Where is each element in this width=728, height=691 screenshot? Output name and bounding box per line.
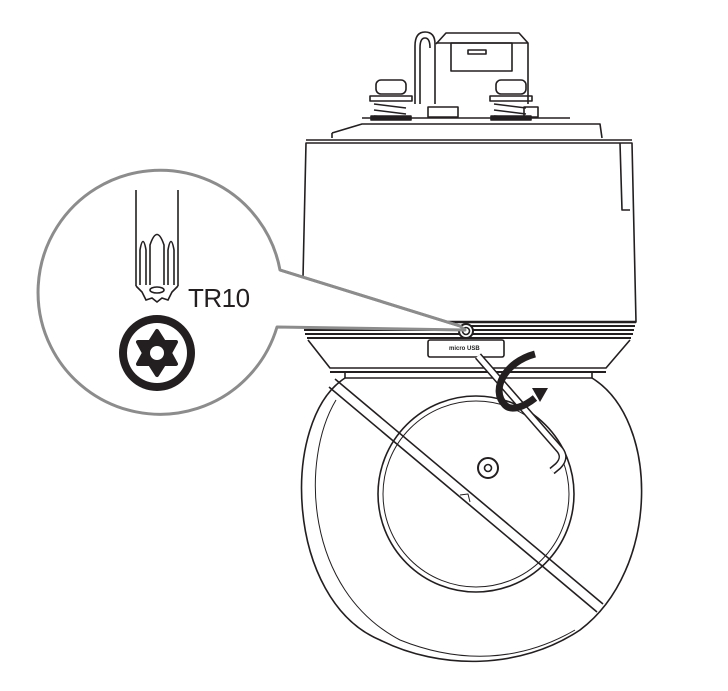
spring-screw-left: [369, 79, 413, 121]
tool-size-label: TR10: [188, 283, 250, 313]
camera-housing: [301, 139, 637, 379]
top-plate: [331, 117, 603, 139]
torx-key: [474, 353, 567, 475]
spring-screw-right: [489, 79, 539, 121]
torx-screw-head-icon: [119, 315, 195, 391]
usb-port-label: micro USB: [449, 346, 480, 352]
screwdriver-bit-icon: [135, 190, 179, 304]
prohibited-slash-icon: [328, 378, 604, 613]
usb-port-cover: [427, 339, 505, 358]
rotate-arrow-icon: [495, 350, 548, 412]
dome-cover: [300, 377, 643, 663]
mount-bracket: [414, 31, 529, 118]
